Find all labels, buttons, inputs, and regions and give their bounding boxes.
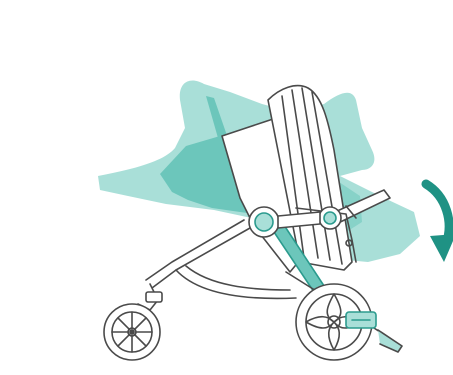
front-fork-clamp <box>146 292 162 302</box>
fold-direction-arrow-icon <box>426 184 453 262</box>
front-wheel-spokes <box>112 312 152 352</box>
front-wheel <box>104 304 160 360</box>
arrow-head <box>430 234 453 262</box>
basket-bottom <box>176 270 296 298</box>
brake-pedal <box>378 330 402 352</box>
main-hinge-inner <box>255 213 273 231</box>
secondary-hinge-inner <box>324 212 336 224</box>
front-leg-lower <box>146 220 244 280</box>
front-leg-upper <box>152 228 250 288</box>
